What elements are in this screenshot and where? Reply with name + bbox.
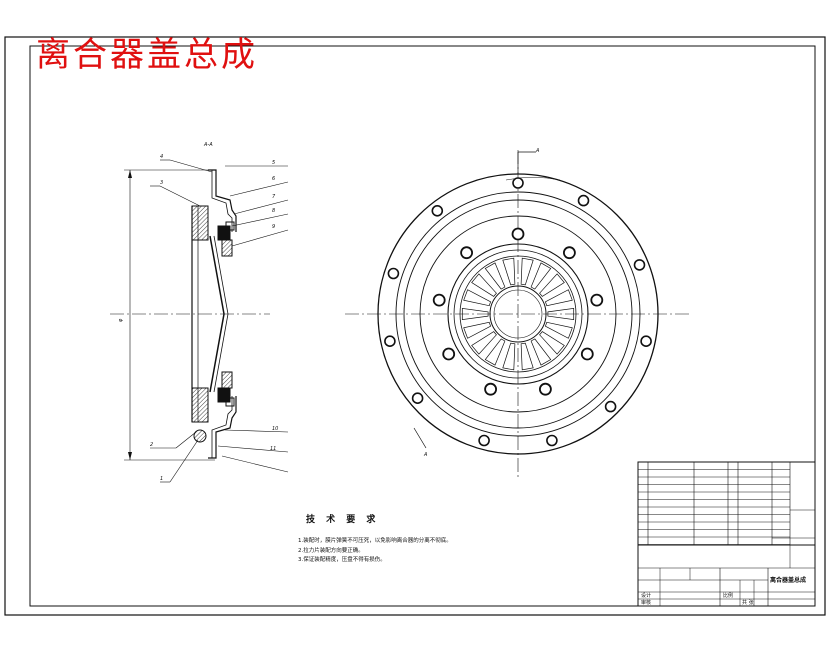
- drawing-title-stamp: 离合器盖总成: [36, 35, 258, 75]
- rivet-hole: [580, 347, 594, 361]
- bolt-hole: [633, 259, 646, 271]
- spring-finger: [463, 289, 492, 307]
- bolt-hole: [431, 205, 444, 217]
- technical-requirements-title: 技 术 要 求: [306, 515, 380, 525]
- svg-text:4: 4: [160, 154, 163, 160]
- inner-rivets: [432, 227, 604, 396]
- spring-finger: [530, 262, 552, 290]
- spring-finger: [539, 273, 565, 297]
- bolt-hole: [640, 335, 652, 348]
- bolt-hole: [512, 177, 524, 189]
- front-view: A A: [345, 148, 690, 478]
- diaphragm-fingers: [461, 257, 575, 371]
- svg-text:2: 2: [150, 442, 153, 448]
- spring-finger: [471, 331, 497, 355]
- spring-finger: [544, 289, 573, 307]
- spring-finger: [484, 262, 506, 290]
- bolt-hole: [384, 335, 396, 348]
- title-block-label: 审核: [641, 600, 652, 606]
- requirement-item: 3.保证装配精度，压盘不得有损伤。: [298, 557, 386, 564]
- rivet-hole: [432, 293, 446, 307]
- callout-numbers: 4 3 5 6 7 8 9 10 11 2 1: [150, 154, 278, 482]
- view-label-top: A: [535, 148, 540, 154]
- spring-finger: [484, 338, 506, 366]
- bolt-hole: [604, 400, 617, 413]
- spring-finger: [544, 321, 573, 339]
- dimension-label: φ: [118, 318, 124, 322]
- rivet-hole: [511, 227, 525, 241]
- inner-frame: [29, 45, 816, 607]
- spring-finger: [530, 338, 552, 366]
- section-label: A-A: [203, 142, 213, 148]
- svg-text:1: 1: [160, 476, 163, 482]
- spring-finger: [520, 342, 534, 371]
- svg-text:11: 11: [270, 446, 276, 452]
- svg-text:6: 6: [272, 176, 275, 182]
- rivet-hole: [484, 382, 498, 396]
- outer-frame: [4, 36, 826, 616]
- svg-text:9: 9: [272, 224, 275, 230]
- svg-text:5: 5: [272, 160, 275, 166]
- title-block-label: 设计: [641, 593, 652, 599]
- spring-finger: [547, 307, 575, 321]
- svg-text:8: 8: [272, 208, 275, 214]
- spring-finger: [461, 307, 489, 321]
- title-block-label: 共 张: [742, 600, 754, 606]
- bolt-hole: [411, 392, 424, 405]
- svg-text:10: 10: [272, 426, 278, 432]
- bolt-hole: [546, 434, 558, 447]
- callout-leaders: [150, 159, 289, 483]
- title-block-label: 比例: [723, 593, 734, 599]
- spring-finger: [463, 321, 492, 339]
- spring-finger: [471, 273, 497, 297]
- svg-text:7: 7: [272, 194, 276, 200]
- view-label-bottom: A: [423, 452, 428, 458]
- outer-bolt-holes: [384, 177, 652, 447]
- rivet-hole: [563, 246, 576, 260]
- title-block: [637, 461, 816, 607]
- requirement-item: 2.拉力片装配方向要正确。: [298, 547, 364, 554]
- spring-finger: [502, 342, 516, 371]
- rivet-hole: [539, 382, 552, 396]
- svg-text:3: 3: [160, 180, 163, 186]
- bolt-hole: [478, 434, 490, 447]
- spring-finger: [520, 257, 534, 286]
- rivet-hole: [460, 246, 474, 260]
- title-block-drawing-name: 离合器盖总成: [770, 577, 807, 584]
- section-view: A-A φ: [110, 142, 289, 483]
- spring-finger: [539, 331, 565, 355]
- rivet-hole: [442, 347, 456, 361]
- spring-finger: [502, 257, 516, 286]
- requirement-item: 1.装配时，膜片弹簧不可压死，以免影响离合器的分离不彻底。: [298, 538, 452, 544]
- bolt-hole: [577, 194, 590, 207]
- rivet-hole: [590, 293, 604, 307]
- bolt-hole: [387, 267, 400, 280]
- technical-requirements: 技 术 要 求 1.装配时，膜片弹簧不可压死，以免影响离合器的分离不彻底。 2.…: [298, 512, 638, 566]
